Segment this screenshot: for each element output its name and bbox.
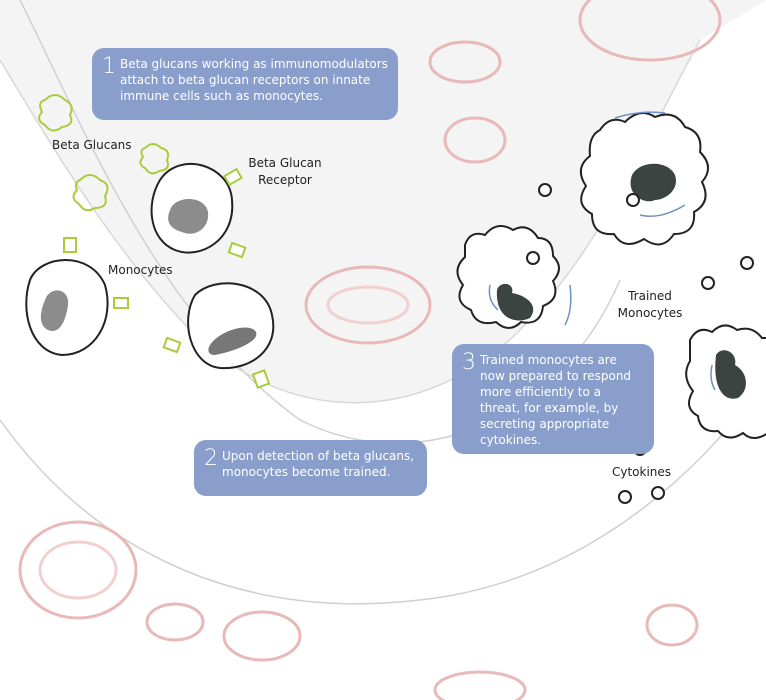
beta-glucan-receptors — [63, 167, 271, 389]
step-1-text: Beta glucans working as immunomodulators… — [120, 57, 388, 103]
trained-monocytes-label: Trained Monocytes — [617, 289, 683, 320]
beta-glucan-receptor-label: Beta Glucan Receptor — [248, 156, 322, 187]
step-2-callout: 2 Upon detection of beta glucans, monocy… — [194, 440, 427, 496]
monocytes-label: Monocytes — [108, 263, 173, 277]
step-3-number: 3 — [462, 350, 476, 375]
beta-glucan-icons — [38, 94, 170, 212]
step-2-text: Upon detection of beta glucans, monocyte… — [222, 449, 415, 479]
step-3-callout: 3 Trained monocytes are now prepared to … — [452, 344, 654, 454]
step-1-callout: 1 Beta glucans working as immunomodulato… — [92, 48, 398, 120]
cytokines-label: Cytokines — [612, 465, 672, 479]
step-3-text: Trained monocytes are now prepared to re… — [480, 353, 632, 447]
red-blood-cells — [18, 0, 722, 700]
step-1-number: 1 — [102, 54, 116, 79]
beta-glucans-label: Beta Glucans — [52, 138, 132, 152]
step-2-number: 2 — [204, 446, 218, 471]
monocytes — [25, 163, 275, 370]
